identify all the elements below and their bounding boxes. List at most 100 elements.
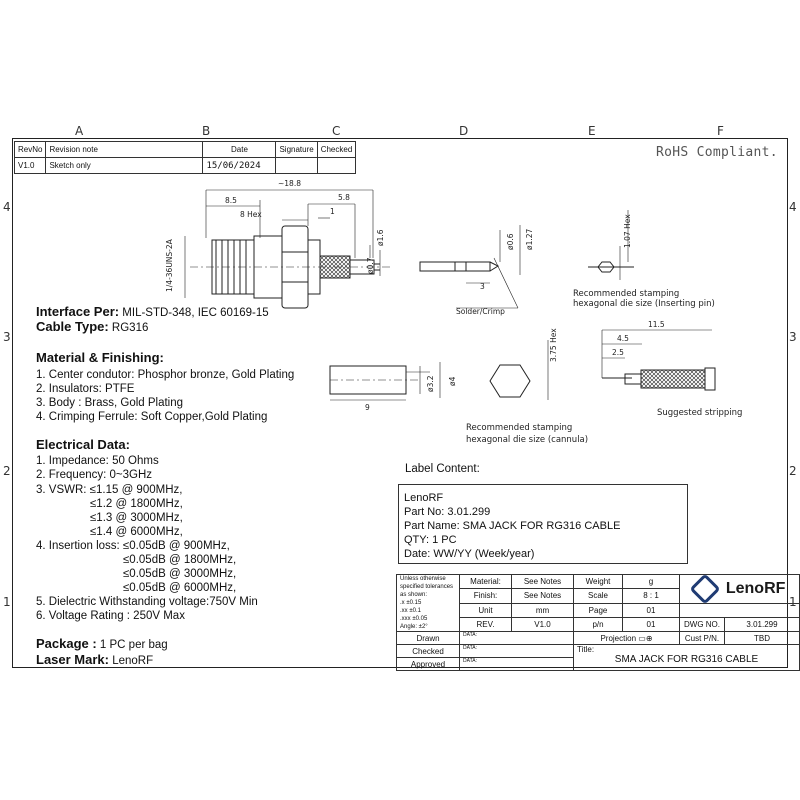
tolerance-3: .xxx ±0.05 [400,616,428,622]
electrical-line-12: 6. Voltage Rating : 250V Max [36,610,185,622]
dim-115: 11.5 [648,320,665,329]
projection-cell: Projection ▭⊕ [573,631,680,645]
projection-label: Projection [600,633,637,643]
tolerance-cell: Unless otherwise specified tolerances as… [396,574,460,632]
pin-die-note-line1: Recommended stamping [573,289,679,299]
cable-label: Cable Type: [36,319,109,334]
dim-58: 5.8 [338,193,350,202]
rev-label-cell: REV. [459,616,512,633]
checked-cell: Checked [396,644,460,658]
dim-85: 8.5 [225,196,237,205]
approved-date-cell: DATA: [459,657,574,671]
zone-row-2-left: 2 [3,464,11,478]
rev-value-cell: V1.0 [511,616,574,633]
material-title: Material & Finishing: [36,350,164,365]
material-label-cell: Material: [459,573,512,590]
scale-label-cell: Scale [573,588,623,604]
package-value: 1 PC per bag [99,639,168,651]
solder-label: Solder/Crimp [456,307,505,316]
zone-col-f: F [717,124,724,138]
rev-cell-revno: V1.0 [13,157,47,174]
electrical-line-3: 3. VSWR: ≤1.15 @ 900MHz, [36,484,183,496]
dim-dia32: ø3.2 [426,375,435,392]
finish-label-cell: Finish: [459,588,512,604]
pn-label-cell: p/n [573,616,623,633]
dim-hex375: 3.75 Hex [549,328,558,362]
label-line-brand: LenoRF [404,492,444,504]
material-value-cell: See Notes [511,573,574,590]
tolerance-4: Angle: ±2° [400,624,428,630]
weight-label-cell: Weight [573,573,623,590]
projection-symbol-icon: ▭⊕ [638,633,653,643]
electrical-line-4: ≤1.2 @ 1800MHz, [90,498,183,510]
page-value-cell: 01 [622,602,680,618]
stripping-view [601,329,716,391]
weight-value-cell: g [622,573,680,590]
electrical-line-8: ≤0.05dB @ 1800MHz, [123,554,237,566]
title-block: Unless otherwise specified tolerances as… [396,573,800,671]
interface-label: Interface Per: [36,304,120,319]
electrical-line-6: ≤1.4 @ 6000MHz, [90,526,183,538]
title-value: SMA JACK FOR RG316 CABLE [614,654,759,665]
cust-label-cell: Cust P/N. [679,631,725,645]
package-line: Package : 1 PC per bag [36,637,168,652]
title-cell: Title: SMA JACK FOR RG316 CABLE [573,644,800,671]
brand-logo-text: LenoRF [725,579,786,597]
page-label-cell: Page [573,602,623,618]
ferrule-view [329,362,441,401]
zone-col-b: B [202,124,211,138]
tolerance-1: .x ±0.15 [400,600,422,606]
material-line-4: 4. Crimping Ferrule: Soft Copper,Gold Pl… [36,411,268,423]
material-line-1: 1. Center condutor: Phosphor bronze, Gol… [36,369,295,381]
tolerance-note: Unless otherwise specified tolerances as… [400,576,454,598]
label-line-part-no: Part No: 3.01.299 [404,506,491,518]
approved-cell: Approved [396,657,460,671]
revision-table: RevNo Revision note Date Signature Check… [13,141,357,174]
zone-row-3-right: 3 [789,330,797,344]
cust-value-cell: TBD [724,631,800,645]
dim-45: 4.5 [617,334,629,343]
dim-dia16: ø1.6 [376,229,385,246]
finish-value-cell: See Notes [511,588,574,604]
zone-row-4-right: 4 [789,200,797,214]
rev-cell-signature [275,157,318,174]
title-block-spacer [679,602,800,618]
label-content-box: LenoRF Part No: 3.01.299 Part Name: SMA … [398,484,688,564]
brand-logo-cell: LenoRF [679,573,800,605]
rohs-mark: RoHS Compliant. [656,145,778,160]
label-line-part-name: Part Name: SMA JACK FOR RG316 CABLE [404,520,621,532]
electrical-line-7: 4. Insertion loss: ≤0.05dB @ 900MHz, [36,540,230,552]
package-label: Package : [36,636,97,651]
electrical-title: Electrical Data: [36,437,130,452]
cannula-die-note-line1: Recommended stamping [466,423,572,433]
stripping-note: Suggested stripping [657,408,742,418]
laser-mark-line: Laser Mark: LenoRF [36,653,153,668]
pin-die-note-line2: hexagonal die size (Inserting pin) [573,299,715,309]
material-line-2: 2. Insulators: PTFE [36,383,135,395]
dim-thread: 1/4-36UNS-2A [165,238,174,292]
zone-col-e: E [588,124,596,138]
electrical-line-10: ≤0.05dB @ 6000MHz, [123,582,237,594]
center-pin-view [419,225,521,309]
zone-row-3-left: 3 [3,330,11,344]
title-label: Title: [577,645,595,654]
electrical-line-2: 2. Frequency: 0~3GHz [36,469,153,481]
unit-value-cell: mm [511,602,574,618]
dwg-label-cell: DWG NO. [679,616,725,633]
label-line-qty: QTY: 1 PC [404,534,457,546]
label-content-title: Label Content: [405,463,480,475]
dim-dia07: ø0.7 [366,257,375,274]
label-line-date: Date: WW/YY (Week/year) [404,548,535,560]
interface-value: MIL-STD-348, IEC 60169-15 [122,307,269,319]
dim-9: 9 [365,403,370,412]
dim-hex8: 8 Hex [240,210,262,219]
unit-label-cell: Unit [459,602,512,618]
cannula-die-note-line2: hexagonal die size (cannula) [466,435,588,445]
rev-cell-date: 15/06/2024 [202,157,277,174]
connector-side-view [190,225,390,309]
dim-1: 1 [330,207,335,216]
zone-row-1-left: 1 [3,595,11,609]
pin-hex-view [588,210,634,280]
zone-row-2-right: 2 [789,464,797,478]
